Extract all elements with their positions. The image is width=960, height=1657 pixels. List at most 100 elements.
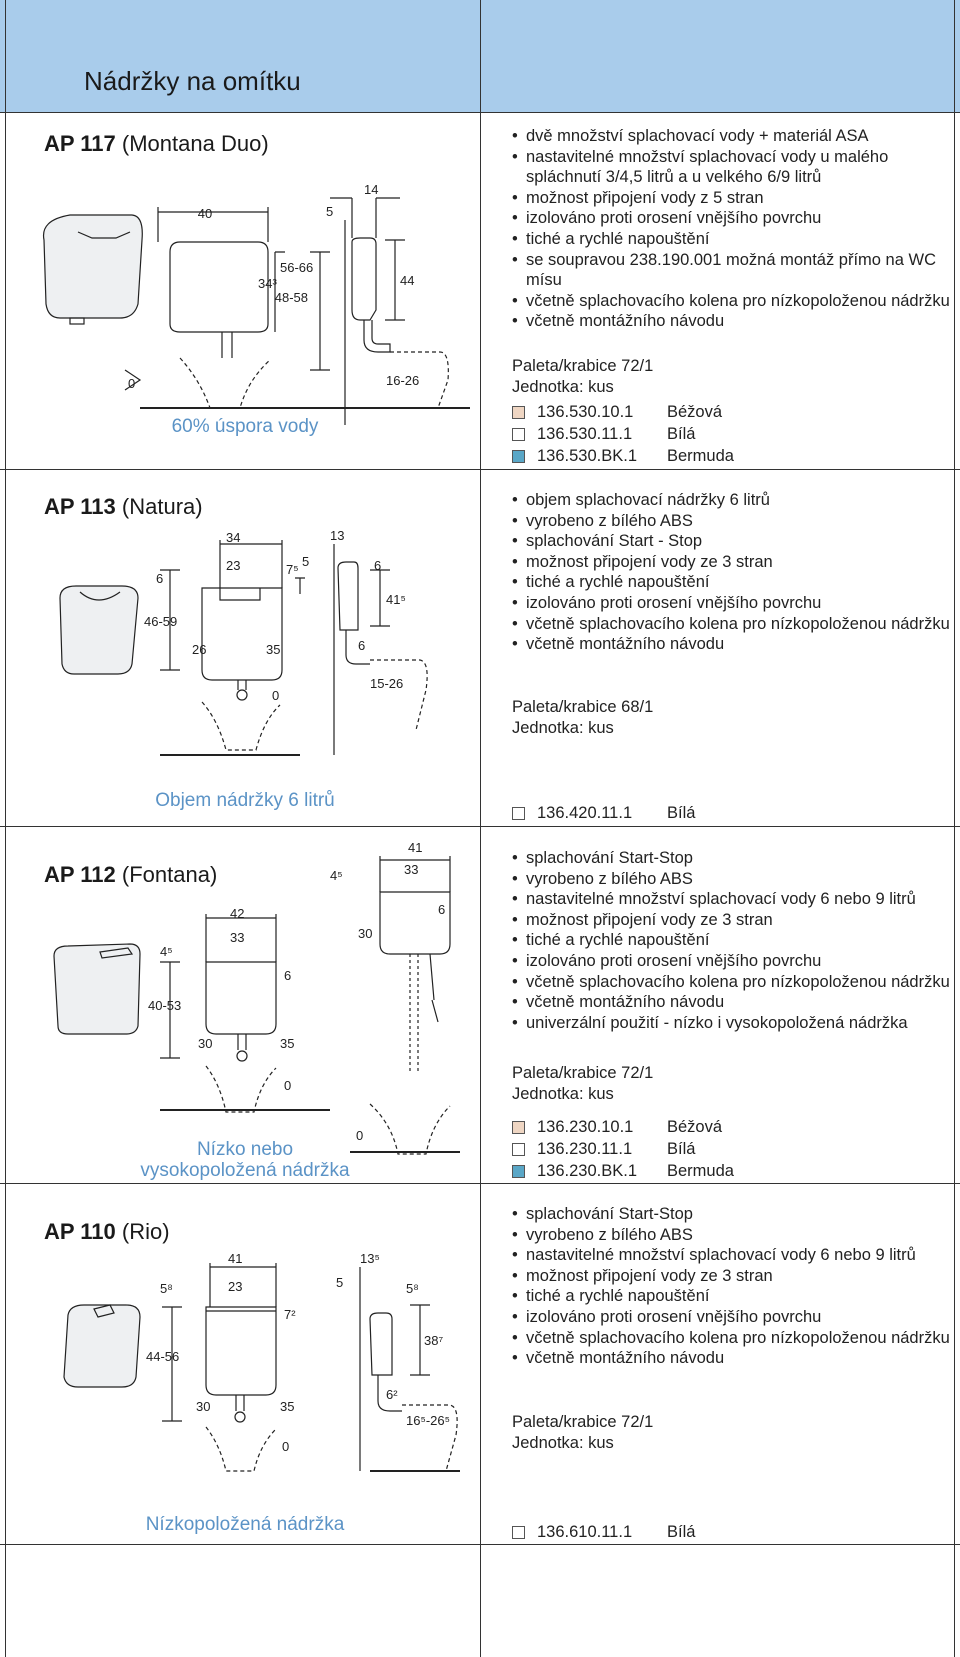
dim-zero: 0 [282, 1439, 289, 1454]
dim-height: 46-59 [144, 614, 177, 629]
feature-item: nastavitelné množství splachovací vody 6… [512, 1245, 950, 1266]
color-swatch-icon [512, 1164, 525, 1178]
dim-5: 5 [326, 204, 333, 219]
packaging-info: Paleta/krabice 68/1 Jednotka: kus [512, 697, 653, 739]
dim-high-41: 41 [408, 840, 422, 855]
dim-41: 41 [228, 1251, 242, 1266]
dim-zero: 0 [284, 1078, 291, 1093]
feature-item: univerzální použití - nízko i vysokopolo… [512, 1013, 950, 1034]
palette-text: Paleta/krabice 68/1 [512, 698, 654, 716]
variant-color: Béžová [667, 403, 723, 421]
variant-code: 136.530.BK.1 [537, 447, 637, 465]
dim-high-33: 33 [404, 862, 418, 877]
variant-row: 136.230.10.1 Béžová [512, 1116, 734, 1138]
feature-item: možnost připojení vody z 5 stran [512, 188, 960, 209]
row-divider [0, 469, 960, 470]
feature-item: včetně splachovacího kolena pro nízkopol… [512, 1328, 950, 1349]
dim-35: 35 [280, 1036, 294, 1051]
feature-item: nastavitelné množství splachovací vody 6… [512, 889, 950, 910]
feature-item: včetně montážního návodu [512, 992, 950, 1013]
caption-line: vysokopoložená nádržka [140, 1160, 350, 1181]
column-divider [480, 0, 481, 1657]
row-divider [0, 112, 960, 113]
product-title: AP 113 (Natura) [44, 494, 203, 520]
variant-code: 136.230.11.1 [537, 1140, 633, 1158]
ap112-technical-drawing: 42 33 4⁵ 6 40-53 30 35 0 41 33 4⁵ 6 30 0 [53, 840, 460, 1155]
color-swatch-icon [512, 1525, 525, 1539]
product-code: AP 110 [44, 1219, 116, 1244]
feature-list: objem splachovací nádržky 6 litrů vyrobe… [512, 490, 950, 655]
feature-item: tiché a rychlé napouštění [512, 930, 950, 951]
variant-color: Bermuda [667, 1162, 734, 1180]
color-swatch-icon [512, 427, 525, 441]
dim-23: 23 [226, 558, 240, 573]
product-name: (Natura) [121, 494, 203, 519]
feature-item: vyrobeno z bílého ABS [512, 511, 950, 532]
product-caption: Nízkopoložená nádržka [145, 1514, 345, 1535]
dim-44: 44 [400, 273, 414, 288]
variant-color: Béžová [667, 1118, 723, 1136]
row-divider [0, 1544, 960, 1545]
feature-item: izolováno proti orosení vnějšího povrchu [512, 593, 950, 614]
row-divider [0, 1183, 960, 1184]
product-name: (Fontana) [121, 862, 218, 887]
product-name: (Montana Duo) [121, 131, 269, 156]
feature-item: možnost připojení vody ze 3 stran [512, 552, 950, 573]
unit-text: Jednotka: kus [512, 378, 614, 396]
product-code: AP 113 [44, 494, 116, 519]
feature-item: tiché a rychlé napouštění [512, 1286, 950, 1307]
unit-text: Jednotka: kus [512, 1434, 614, 1452]
dim-38-7: 38⁷ [424, 1333, 443, 1348]
dim-42: 42 [230, 906, 244, 921]
packaging-info: Paleta/krabice 72/1 Jednotka: kus [512, 1412, 653, 1454]
dim-height: 44-56 [146, 1349, 179, 1364]
variant-list: 136.230.10.1 Béžová 136.230.11.1 Bílá 136.… [512, 1116, 734, 1182]
dim-height: 40-53 [148, 998, 181, 1013]
feature-item: včetně montážního návodu [512, 1348, 950, 1369]
variant-color: Bílá [667, 1140, 696, 1158]
dim-5: 5 [336, 1275, 343, 1290]
color-swatch-icon [512, 405, 525, 419]
variant-code: 136.530.11.1 [537, 425, 633, 443]
dim-35: 35 [266, 642, 280, 657]
feature-item: izolováno proti orosení vnějšího povrchu [512, 951, 950, 972]
dim-side-width: 14 [364, 182, 378, 197]
feature-list: splachování Start-Stop vyrobeno z bílého… [512, 1204, 950, 1369]
palette-text: Paleta/krabice 72/1 [512, 1413, 654, 1431]
dim-6-side: 6 [374, 558, 381, 573]
dim-zero: 0 [128, 376, 135, 391]
dim-6: 6 [284, 968, 291, 983]
page-title: Nádržky na omítku [84, 66, 301, 96]
dim-5-8-side: 5⁸ [406, 1281, 419, 1296]
variant-row: 136.530.BK.1 Bermuda [512, 445, 734, 467]
feature-item: objem splachovací nádržky 6 litrů [512, 490, 950, 511]
ap117-technical-drawing: 40 56-66 34³ 14 5 48-58 44 16-26 0 [42, 182, 470, 425]
feature-item: možnost připojení vody ze 3 stran [512, 1266, 950, 1287]
product-caption: Objem nádržky 6 litrů [155, 790, 335, 811]
dim-13-5: 13⁵ [360, 1251, 380, 1266]
feature-item: včetně montážního návodu [512, 311, 960, 332]
feature-item: včetně splachovacího kolena pro nízkopol… [512, 614, 950, 635]
dim-16-26: 16-26 [386, 373, 419, 388]
unit-text: Jednotka: kus [512, 719, 614, 737]
feature-list: splachování Start-Stop vyrobeno z bílého… [512, 848, 950, 1033]
feature-item: splachování Start-Stop [512, 1204, 950, 1225]
variant-code: 136.230.BK.1 [537, 1162, 637, 1180]
ap110-technical-drawing: 41 23 5⁸ 7² 44-56 30 35 0 13⁵ 5 5⁸ 38⁷ 6… [63, 1251, 460, 1472]
variant-color: Bermuda [667, 447, 734, 465]
dim-width: 40 [198, 206, 212, 221]
feature-item: vyrobeno z bílého ABS [512, 869, 950, 890]
dim-34: 34 [226, 530, 240, 545]
dim-33: 33 [230, 930, 244, 945]
packaging-info: Paleta/krabice 72/1 Jednotka: kus [512, 356, 653, 398]
variant-code: 136.230.10.1 [537, 1118, 634, 1136]
dim-4-5: 4⁵ [160, 944, 173, 959]
feature-list: dvě množství splachovací vody + materiál… [512, 126, 960, 332]
dim-side-height: 48-58 [275, 290, 308, 305]
dim-height-2: 34³ [258, 276, 277, 291]
product-caption: Nízko nebo vysokopoložená nádržka [60, 1139, 430, 1181]
